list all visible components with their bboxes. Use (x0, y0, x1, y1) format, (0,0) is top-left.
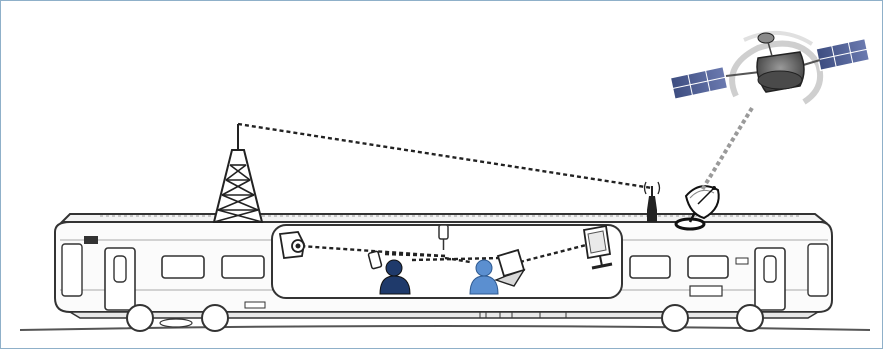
camera-icon (278, 231, 305, 259)
satellite-dish-icon (674, 185, 720, 231)
window (161, 255, 205, 279)
train-roof (59, 213, 828, 223)
link-display (519, 242, 591, 264)
wheel (126, 304, 154, 332)
monitor-icon (582, 224, 613, 270)
satellite-link (700, 106, 754, 192)
access-point-icon (438, 224, 449, 250)
cell-tower-icon (212, 124, 264, 223)
wheel (661, 304, 689, 332)
train-car (19, 213, 871, 332)
wheel (736, 304, 764, 332)
wifi-links (299, 242, 591, 264)
link-phone-user (381, 252, 446, 258)
user-laptop-icon (469, 248, 526, 295)
wheel (201, 304, 229, 332)
antenna-icon (643, 181, 661, 222)
link-laptop-user (444, 256, 471, 264)
window (221, 255, 265, 279)
satellite-icon (669, 30, 871, 105)
window (629, 255, 671, 279)
cell-link (237, 122, 653, 190)
window (687, 255, 729, 279)
user-phone-icon (367, 250, 411, 295)
train-skirt (67, 311, 821, 319)
